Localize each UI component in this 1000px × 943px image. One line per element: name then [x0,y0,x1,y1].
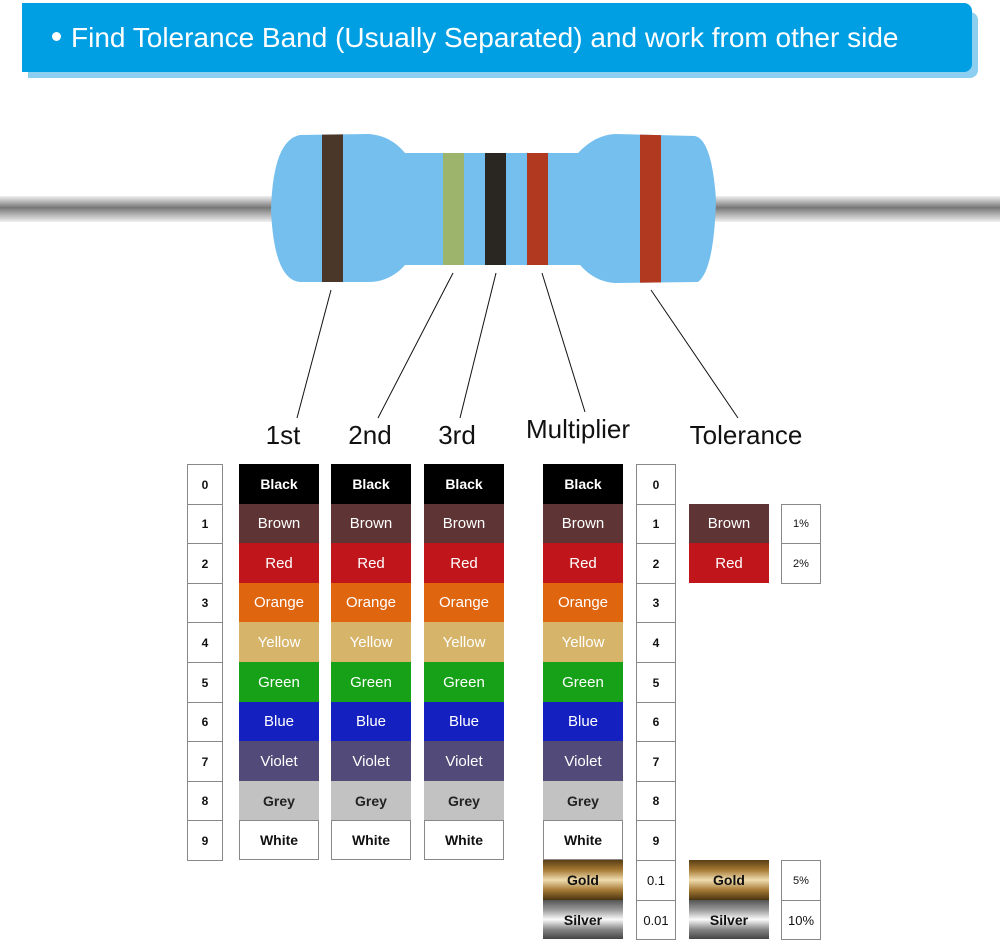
band-multiplier-orange: Orange [543,583,623,622]
band-1st-yellow: Yellow [239,622,319,662]
band-3rd-green: Green [424,662,504,702]
multiplier-value-cell: 0.1 [636,860,676,901]
band-3rd-blue: Blue [424,702,504,741]
band-1st-white: White [239,820,319,860]
band-2nd-white: White [331,820,411,860]
band-1st-blue: Blue [239,702,319,741]
multiplier-value-cell: 6 [636,702,676,742]
band-tolerance-silver: Silver [689,900,769,939]
digit-cell: 6 [187,702,223,742]
band-1st-red: Red [239,543,319,583]
multiplier-value-cell: 7 [636,741,676,782]
band-2nd-orange: Orange [331,583,411,622]
leader-line-3rd [459,272,497,419]
band-tolerance-red: Red [689,543,769,583]
digit-cell: 4 [187,622,223,663]
digit-cell: 3 [187,583,223,623]
band-multiplier-black: Black [543,464,623,504]
tolerance-value-cell: 2% [781,543,821,584]
band-3rd-violet: Violet [424,741,504,781]
label-2nd: 2nd [348,420,392,450]
band-multiplier-blue: Blue [543,702,623,741]
label-1st: 1st [265,420,301,450]
band-1st-violet: Violet [239,741,319,781]
leader-line-2nd [377,272,454,419]
band-3rd-yellow: Yellow [424,622,504,662]
digit-cell: 1 [187,504,223,544]
label-tolerance: Tolerance [689,420,803,450]
band-multiplier-brown: Brown [543,504,623,543]
band-1st-grey: Grey [239,781,319,820]
band-3rd-black: Black [424,464,504,504]
band-red [527,134,548,283]
digit-cell: 9 [187,820,223,861]
tolerance-value-cell: 1% [781,504,821,544]
multiplier-value-cell: 3 [636,583,676,623]
digit-cell: 8 [187,781,223,821]
band-2nd-green: Green [331,662,411,702]
band-3rd-white: White [424,820,504,860]
band-3rd-brown: Brown [424,504,504,543]
band-tolerance-red [640,134,661,283]
band-multiplier-white: White [543,820,623,860]
band-green [443,134,464,283]
band-3rd-red: Red [424,543,504,583]
multiplier-value-cell: 9 [636,820,676,861]
tolerance-value-cell: 5% [781,860,821,901]
digit-cell: 2 [187,543,223,584]
multiplier-value-cell: 2 [636,543,676,584]
band-multiplier-silver: Silver [543,900,623,939]
multiplier-value-cell: 8 [636,781,676,821]
label-3rd: 3rd [438,420,476,450]
bullet-icon [52,32,61,42]
band-multiplier-green: Green [543,662,623,702]
digit-cell: 5 [187,662,223,703]
band-multiplier-grey: Grey [543,781,623,820]
band-multiplier-red: Red [543,543,623,583]
leader-line-multiplier [541,272,586,413]
band-multiplier-gold: Gold [543,860,623,900]
band-2nd-brown: Brown [331,504,411,543]
band-1st-black: Black [239,464,319,504]
band-multiplier-yellow: Yellow [543,622,623,662]
band-tolerance-gold: Gold [689,860,769,900]
band-brown [322,134,343,283]
band-2nd-red: Red [331,543,411,583]
banner-text: Find Tolerance Band (Usually Separated) … [71,22,899,53]
multiplier-value-cell: 0.01 [636,900,676,940]
digit-cell: 0 [187,464,223,505]
resistor-diagram [0,134,1000,419]
multiplier-value-cell: 5 [636,662,676,703]
leader-lines [296,272,739,419]
leader-line-1st [296,289,332,419]
band-1st-orange: Orange [239,583,319,622]
band-2nd-blue: Blue [331,702,411,741]
band-1st-brown: Brown [239,504,319,543]
band-multiplier-violet: Violet [543,741,623,781]
band-2nd-grey: Grey [331,781,411,820]
band-3rd-grey: Grey [424,781,504,820]
title-banner: Find Tolerance Band (Usually Separated) … [22,3,972,72]
multiplier-value-cell: 4 [636,622,676,663]
band-tolerance-brown: Brown [689,504,769,543]
label-multiplier: Multiplier [525,414,631,444]
tolerance-value-cell: 10% [781,900,821,940]
band-2nd-black: Black [331,464,411,504]
band-1st-green: Green [239,662,319,702]
digit-cell: 7 [187,741,223,782]
band-2nd-violet: Violet [331,741,411,781]
multiplier-value-cell: 1 [636,504,676,544]
multiplier-value-cell: 0 [636,464,676,505]
band-2nd-yellow: Yellow [331,622,411,662]
band-3rd-orange: Orange [424,583,504,622]
band-black [485,134,506,283]
leader-line-tolerance [650,289,739,419]
